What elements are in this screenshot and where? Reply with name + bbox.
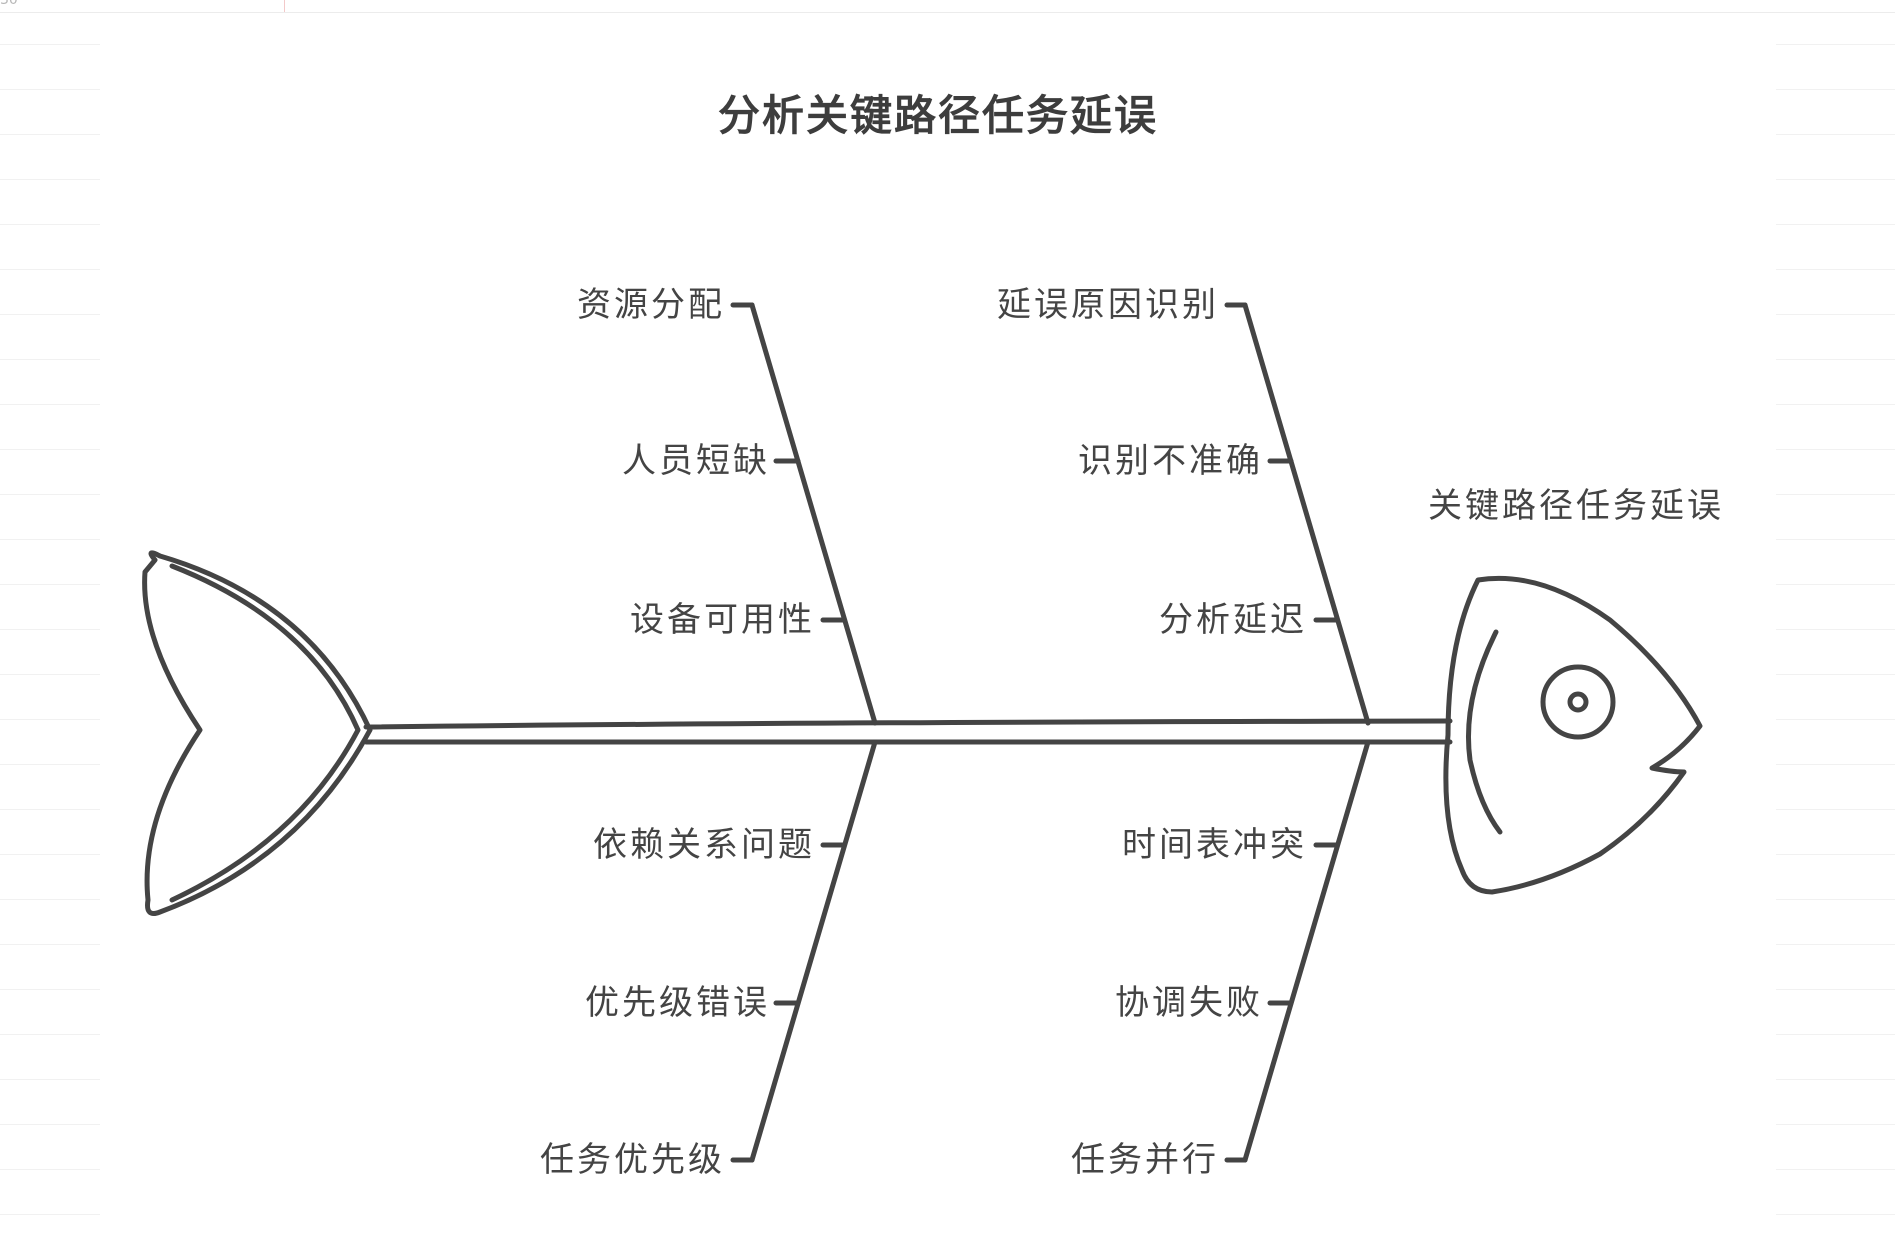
fish-pupil	[1567, 691, 1589, 713]
bone-lower-left	[749, 739, 878, 1163]
cause-label-upper-left-1: 人员短缺	[622, 441, 770, 481]
top-divider	[0, 12, 1895, 13]
margin-tick	[284, 0, 285, 12]
fish-spine-top	[363, 718, 1453, 730]
effect-label: 关键路径任务延误	[1428, 486, 1724, 526]
category-label-upper-right: 延误原因识别	[997, 285, 1219, 325]
cause-label-upper-right-1: 识别不准确	[1078, 441, 1263, 481]
fish-tail-inner-line	[169, 563, 361, 903]
cause-label-upper-right-2: 分析延迟	[1159, 600, 1307, 640]
cause-label-lower-left-2: 优先级错误	[585, 983, 770, 1023]
corner-fragment-text: 30	[0, 0, 18, 8]
bone-lower-right	[1242, 739, 1371, 1163]
cause-label-lower-left-1: 依赖关系问题	[593, 825, 815, 865]
fish-gill	[1466, 629, 1503, 835]
fish-head	[1443, 575, 1703, 895]
bone-upper-left	[749, 302, 878, 726]
cause-label-lower-right-2: 协调失败	[1115, 983, 1263, 1023]
diagram-title: 分析关键路径任务延误	[717, 91, 1158, 140]
category-label-lower-right: 任务并行	[1071, 1140, 1219, 1180]
cause-label-upper-left-2: 设备可用性	[630, 600, 815, 640]
category-label-upper-left: 资源分配	[577, 285, 725, 325]
fish-spine-bottom	[363, 739, 1453, 745]
category-label-lower-left: 任务优先级	[540, 1140, 725, 1180]
fish-tail	[142, 550, 373, 916]
bone-upper-right	[1242, 302, 1371, 726]
cause-label-lower-right-1: 时间表冲突	[1122, 825, 1307, 865]
diagram-canvas	[100, 14, 1776, 1243]
fish-eye	[1540, 664, 1616, 740]
